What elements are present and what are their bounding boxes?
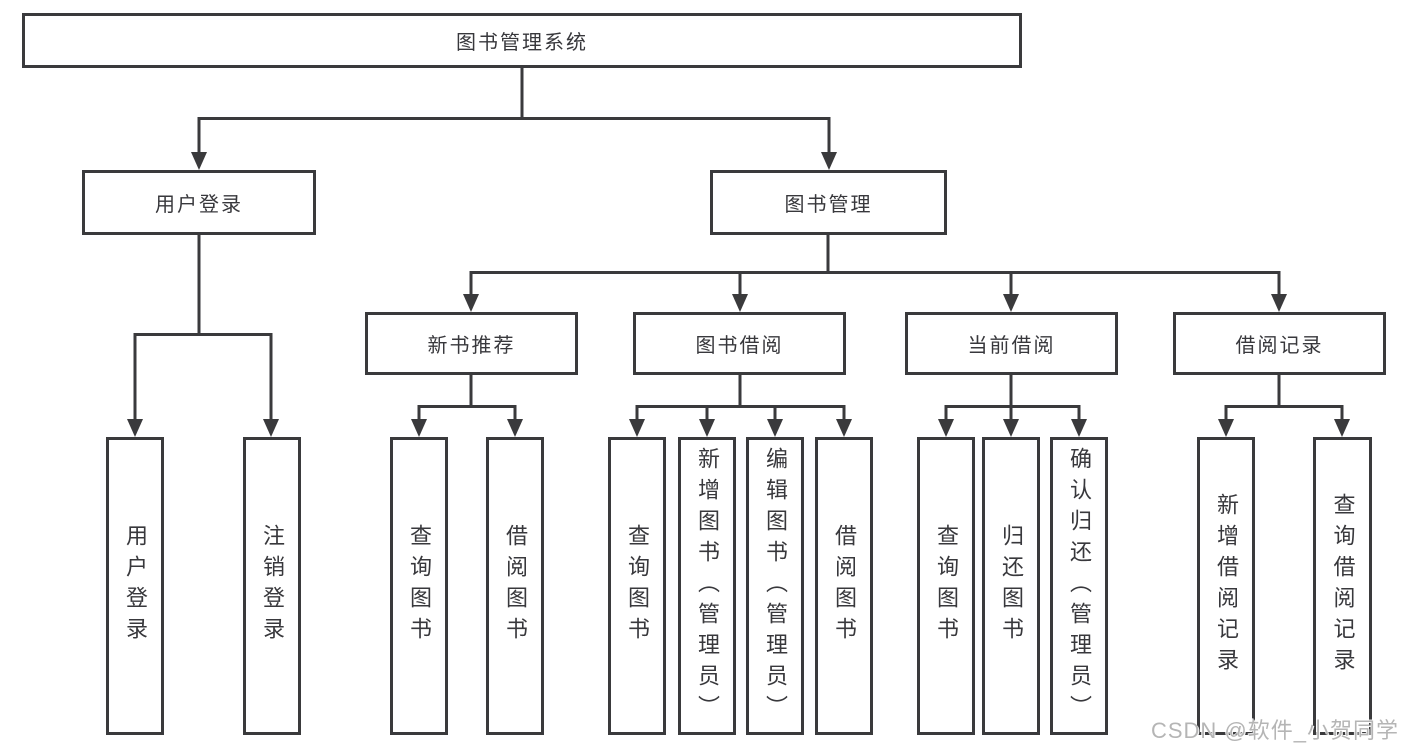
leaf-logout: 注销登录	[243, 437, 301, 735]
node-book-borrowing: 图书借阅	[633, 312, 846, 375]
connector-borrowing-records-to-leaves	[1218, 373, 1350, 437]
node-borrowing-records: 借阅记录	[1173, 312, 1386, 375]
leaf-user-login-label: 用户登录	[123, 524, 148, 648]
arrow-down-icon	[1334, 419, 1350, 437]
connector-current-borrowing-to-leaves	[938, 373, 1087, 437]
arrow-down-icon	[263, 419, 279, 437]
node-new-book-recommend: 新书推荐	[365, 312, 578, 375]
leaf-recommend-query-books: 查询图书	[390, 437, 448, 735]
node-book-borrowing-label: 图书借阅	[695, 335, 784, 357]
leaf-current-confirm-return-admin-label: 确认归还（管理员）	[1067, 446, 1092, 726]
leaf-current-confirm-return-admin: 确认归还（管理员）	[1050, 437, 1108, 735]
leaf-recommend-borrow-books-label: 借阅图书	[503, 524, 528, 648]
leaf-current-query-books: 查询图书	[917, 437, 975, 735]
leaf-borrowing-edit-books-admin: 编辑图书（管理员）	[746, 437, 804, 735]
arrow-down-icon	[1271, 294, 1287, 312]
arrow-down-icon	[411, 419, 427, 437]
leaf-borrowing-query-books-label: 查询图书	[625, 524, 650, 648]
node-user-login-label: 用户登录	[155, 194, 243, 216]
arrow-down-icon	[191, 152, 207, 170]
node-user-login: 用户登录	[82, 170, 316, 235]
arrow-down-icon	[767, 419, 783, 437]
leaf-recommend-query-books-label: 查询图书	[407, 524, 432, 648]
node-new-book-recommend-label: 新书推荐	[427, 335, 516, 357]
node-book-management: 图书管理	[710, 170, 947, 235]
leaf-records-add-record-label: 新增借阅记录	[1214, 493, 1239, 679]
arrow-down-icon	[699, 419, 715, 437]
leaf-borrowing-borrow-books: 借阅图书	[815, 437, 873, 735]
node-current-borrowing: 当前借阅	[905, 312, 1118, 375]
connector-book-borrowing-to-leaves	[629, 373, 852, 437]
arrow-down-icon	[463, 294, 479, 312]
leaf-current-return-books: 归还图书	[982, 437, 1040, 735]
watermark: CSDN @软件_小贺同学	[1150, 718, 1399, 743]
leaf-recommend-borrow-books: 借阅图书	[486, 437, 544, 735]
node-root: 图书管理系统	[22, 13, 1022, 68]
node-current-borrowing-label: 当前借阅	[967, 335, 1056, 357]
arrow-down-icon	[507, 419, 523, 437]
arrow-down-icon	[938, 419, 954, 437]
leaf-user-login: 用户登录	[106, 437, 164, 735]
arrow-down-icon	[732, 294, 748, 312]
leaf-borrowing-query-books: 查询图书	[608, 437, 666, 735]
leaf-records-add-record: 新增借阅记录	[1197, 437, 1255, 735]
connector-user-login-to-leaves	[127, 233, 279, 437]
arrow-down-icon	[821, 152, 837, 170]
connector-new-book-recommend-to-leaves	[411, 373, 523, 437]
leaf-logout-label: 注销登录	[260, 524, 285, 648]
arrow-down-icon	[127, 419, 143, 437]
leaf-records-query-record-label: 查询借阅记录	[1330, 493, 1356, 679]
arrow-down-icon	[1218, 419, 1234, 437]
arrow-down-icon	[1003, 419, 1019, 437]
node-borrowing-records-label: 借阅记录	[1235, 335, 1324, 357]
arrow-down-icon	[1003, 294, 1019, 312]
leaf-borrowing-add-books-admin: 新增图书（管理员）	[678, 437, 736, 735]
connector-book-management-to-level3	[463, 233, 1287, 312]
leaf-records-query-record: 查询借阅记录	[1313, 437, 1372, 735]
leaf-borrowing-edit-books-admin-label: 编辑图书（管理员）	[763, 446, 788, 726]
arrow-down-icon	[836, 419, 852, 437]
node-root-label: 图书管理系统	[456, 32, 588, 54]
leaf-borrowing-add-books-admin-label: 新增图书（管理员）	[695, 446, 720, 726]
arrow-down-icon	[629, 419, 645, 437]
connector-root-to-level2	[191, 66, 837, 170]
arrow-down-icon	[1071, 419, 1087, 437]
leaf-borrowing-borrow-books-label: 借阅图书	[832, 524, 857, 648]
node-book-management-label: 图书管理	[784, 194, 873, 216]
leaf-current-query-books-label: 查询图书	[934, 524, 959, 648]
leaf-current-return-books-label: 归还图书	[999, 524, 1024, 648]
